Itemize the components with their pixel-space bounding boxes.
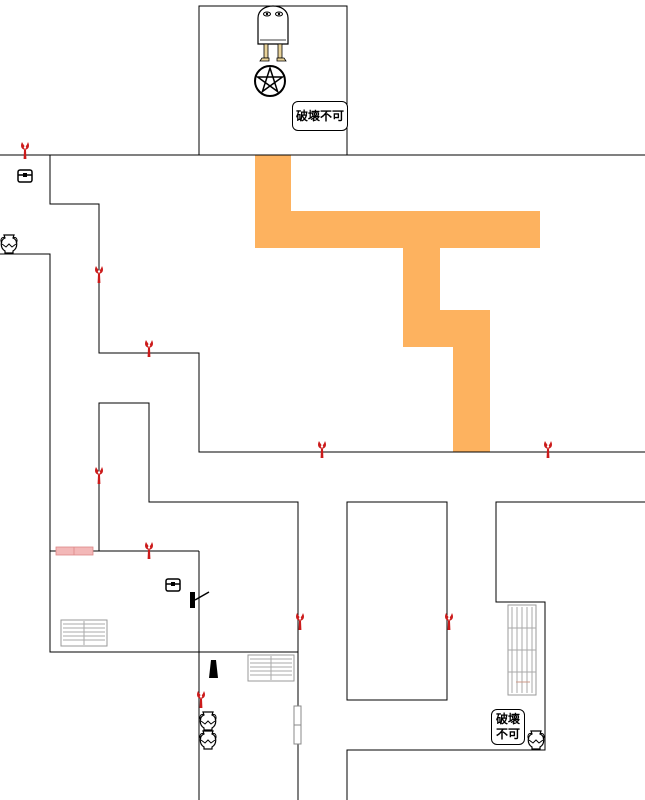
torch-icon: [296, 613, 304, 630]
pentagram-icon[interactable]: [254, 65, 286, 97]
pot-icon[interactable]: [199, 730, 217, 750]
indestructible-label-line2: 不可: [495, 727, 520, 741]
torch-icon: [544, 441, 552, 458]
floor-grate-icon: [507, 604, 537, 696]
torch-icon: [445, 613, 453, 630]
obelisk-icon: [209, 660, 218, 678]
indestructible-label-top: 破壊不可: [292, 101, 348, 131]
pot-icon[interactable]: [0, 234, 18, 254]
pot-icon[interactable]: [199, 711, 217, 731]
indestructible-label-bottom: 破壊 不可: [491, 709, 525, 745]
floor-grate-icon: [247, 654, 295, 682]
pot-icon[interactable]: [527, 730, 545, 750]
orange-path: [255, 155, 540, 452]
torch-icon: [197, 691, 205, 708]
treasure-chest-icon[interactable]: [17, 169, 33, 183]
floor-grate-icon: [60, 619, 108, 647]
torch-icon: [21, 142, 29, 159]
torch-icon: [145, 340, 153, 357]
torch-icon: [318, 441, 326, 458]
pink-bridge: [55, 546, 94, 556]
indestructible-label-line1: 破壊: [495, 712, 520, 726]
ghost-figure-icon[interactable]: [257, 5, 289, 62]
lever-icon[interactable]: [190, 591, 210, 608]
walls: [0, 5, 645, 800]
door-icon[interactable]: [293, 705, 302, 745]
treasure-chest-icon[interactable]: [165, 578, 181, 592]
